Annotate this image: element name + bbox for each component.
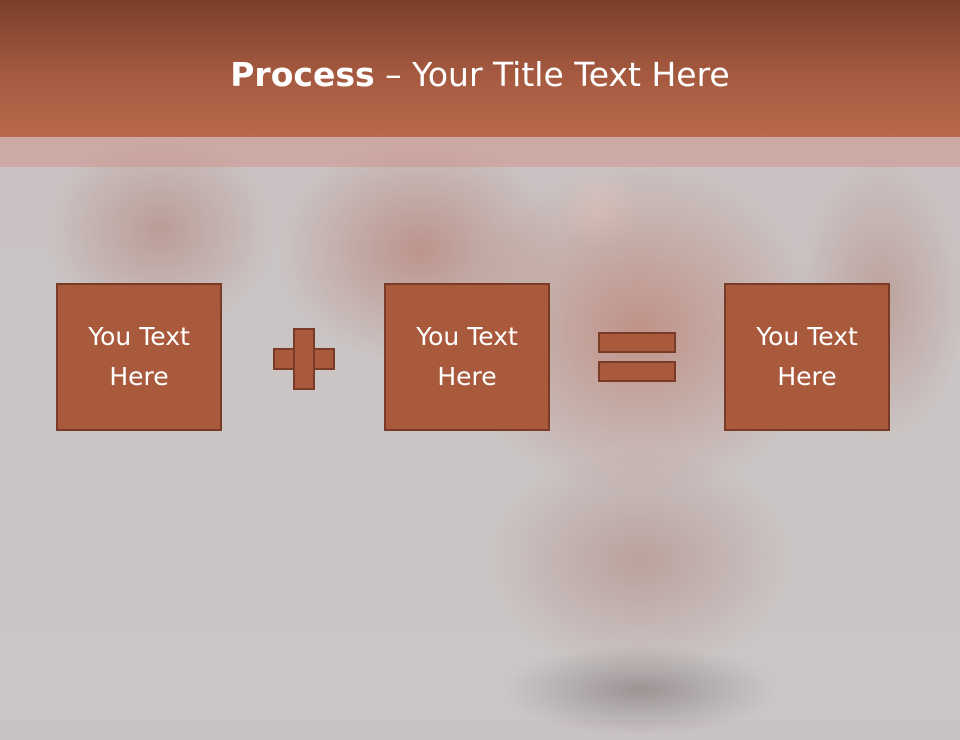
- equals-bottom-bar: [598, 361, 676, 382]
- page-title: Process – Your Title Text Here: [0, 55, 960, 95]
- title-rest: – Your Title Text Here: [374, 55, 730, 94]
- equals-top-bar: [598, 332, 676, 353]
- title-bar: [0, 0, 960, 137]
- equals-icon: [598, 332, 676, 384]
- title-bold: Process: [230, 55, 375, 94]
- plus-center: [295, 350, 313, 368]
- process-box-line2: Here: [777, 362, 837, 391]
- title-band: [0, 137, 960, 167]
- plus-icon: [273, 328, 335, 390]
- process-box-line1: You Text: [756, 322, 858, 351]
- process-box-line2: Here: [437, 362, 497, 391]
- background-shadow: [470, 600, 810, 740]
- process-box-line1: You Text: [416, 322, 518, 351]
- process-box-line1: You Text: [88, 322, 190, 351]
- process-box-line2: Here: [109, 362, 169, 391]
